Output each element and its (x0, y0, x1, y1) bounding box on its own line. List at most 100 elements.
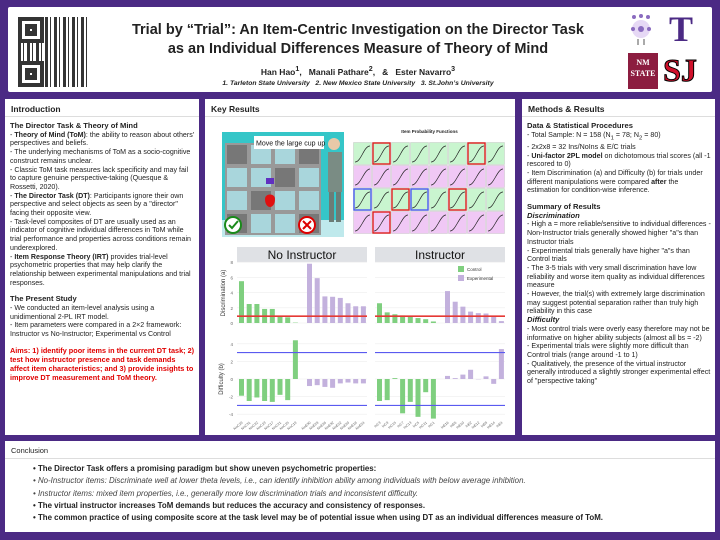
paragraph: - The Director Task (DT): Participants i… (10, 191, 184, 218)
sub: 2 (639, 135, 643, 142)
speech-bubble (254, 136, 324, 149)
subheading: Difficulty (527, 315, 560, 325)
bar-a-control (239, 281, 244, 323)
shelf-grid (225, 143, 321, 235)
bar-b-control (269, 379, 275, 402)
bar-b-control (292, 340, 298, 379)
poster-title: Trial by “Trial”: An Item-Centric Invest… (128, 21, 588, 59)
bar-a-control (415, 318, 421, 323)
x-tick-label: InE4 (495, 421, 503, 429)
x-tick-label: NoC21 (271, 421, 282, 430)
icc-curve (449, 168, 466, 186)
bar-b-control (254, 379, 260, 398)
icc-curve (487, 168, 504, 186)
bar-b-experimental (498, 349, 504, 379)
bar-a-experimental (468, 311, 474, 323)
shelf-cell (225, 166, 249, 189)
bar-a-experimental (475, 313, 481, 323)
bar-a-experimental (353, 306, 359, 323)
section-heading: Summary of Results (527, 202, 601, 212)
x-tick-label: InE10 (455, 421, 465, 430)
authors: Han Hao1, Manali Pathare2, & Ester Navar… (260, 65, 456, 77)
bar-a-control (392, 314, 398, 323)
bar-b-experimental (307, 379, 312, 387)
bar-a-control (430, 321, 436, 323)
legend-swatch (458, 275, 464, 281)
panel-heading: Conclusion (5, 441, 715, 459)
conclusion-item: • The virtual instructor increases ToM d… (33, 500, 426, 510)
y-tick-label: 0 (230, 321, 233, 326)
lab-logo (626, 13, 656, 47)
bar-a-experimental (452, 301, 458, 323)
y-tick-label: 6 (230, 275, 233, 280)
paragraph: - The 3-5 trials with very small discrim… (527, 263, 705, 290)
x-tick-label: InC13 (403, 421, 413, 430)
bar-a-experimental (445, 291, 450, 323)
x-tick-label: NoE20 (339, 421, 350, 430)
bar-a-control (384, 312, 390, 323)
bar-a-experimental (307, 263, 312, 323)
term: The Director Task (DT) (14, 191, 90, 200)
author-sup: 1 (295, 65, 300, 73)
affiliations: 1. Tarleton State University 2. New Mexi… (222, 80, 494, 87)
methods-text: Data & Statistical Procedures - Total Sa… (527, 121, 711, 386)
bar-a-experimental (360, 306, 366, 323)
icc-curve (430, 191, 447, 209)
text: : the ability to reason about others’ pe… (10, 130, 195, 148)
section-heading: The Director Task & Theory of Mind (10, 121, 138, 130)
term: after (651, 177, 667, 186)
facet-label: Instructor (415, 248, 465, 262)
x-tick-label: NoE24 (355, 421, 366, 430)
x-tick-label: NoC23 (256, 421, 267, 430)
paragraph: - However, the trial(s) with extremely l… (527, 290, 705, 316)
bar-b-control (400, 379, 406, 414)
paragraph: - We conducted an item-level analysis us… (10, 304, 155, 321)
x-tick-label: NoE22 (332, 421, 343, 430)
shelf-cell (249, 212, 273, 235)
conclusion-item: • The common practice of using composite… (33, 513, 603, 523)
y-tick-label: 2 (230, 359, 233, 364)
bar-a-control (377, 303, 382, 323)
text: = 80) (642, 130, 661, 139)
paragraph: - 2x2x8 = 32 Ins/NoIns & E/C trials (527, 142, 636, 151)
author: Han Hao (260, 66, 296, 77)
icc-curve (411, 191, 428, 209)
legend-label: Experimental (467, 276, 493, 281)
icc-curve (373, 191, 390, 209)
paragraph: - The underlying mechanisms of ToM as a … (10, 148, 191, 165)
bar-a-experimental (498, 321, 504, 323)
highlight-box (410, 188, 429, 211)
section-heading: Data & Statistical Procedures (527, 121, 633, 130)
x-tick-label: NoC22 (248, 421, 259, 430)
conclusion-item: • No-Instructor items: Discriminate well… (33, 476, 526, 486)
nmsu-logo: NM STATE (628, 53, 658, 89)
icc-curve (468, 145, 485, 163)
section-heading: The Present Study (10, 294, 77, 304)
y-axis-label: Difficulty (b) (219, 363, 225, 395)
y-tick-label: 8 (230, 260, 233, 265)
icc-curve (430, 145, 447, 163)
shelf-cell (273, 189, 297, 212)
bar-b-control (246, 379, 252, 401)
bar-a-control (407, 316, 413, 323)
subheading: Discrimination (527, 210, 580, 220)
cross-icon (298, 216, 316, 234)
bar-a-experimental (345, 303, 351, 323)
bar-b-control (392, 378, 398, 379)
bar-b-control (407, 379, 413, 402)
highlight-box (372, 142, 391, 165)
x-tick-label: InC9 (381, 421, 389, 429)
bar-a-experimental (491, 315, 497, 323)
bar-b-experimental (491, 379, 497, 384)
bar-b-experimental (314, 379, 320, 386)
x-tick-label: InE6 (449, 421, 457, 429)
x-tick-label: NoE28 (309, 421, 320, 430)
x-tick-label: InC5 (412, 421, 420, 429)
paragraph: - High a = more reliable/sensitive to in… (527, 220, 711, 246)
qr-code[interactable] (18, 17, 88, 87)
icc-curve (411, 168, 428, 186)
x-tick-label: InE2 (465, 421, 473, 429)
x-tick-label: NoC29 (233, 421, 244, 430)
author: Manali Pathare (308, 66, 369, 77)
check-icon (224, 216, 242, 234)
